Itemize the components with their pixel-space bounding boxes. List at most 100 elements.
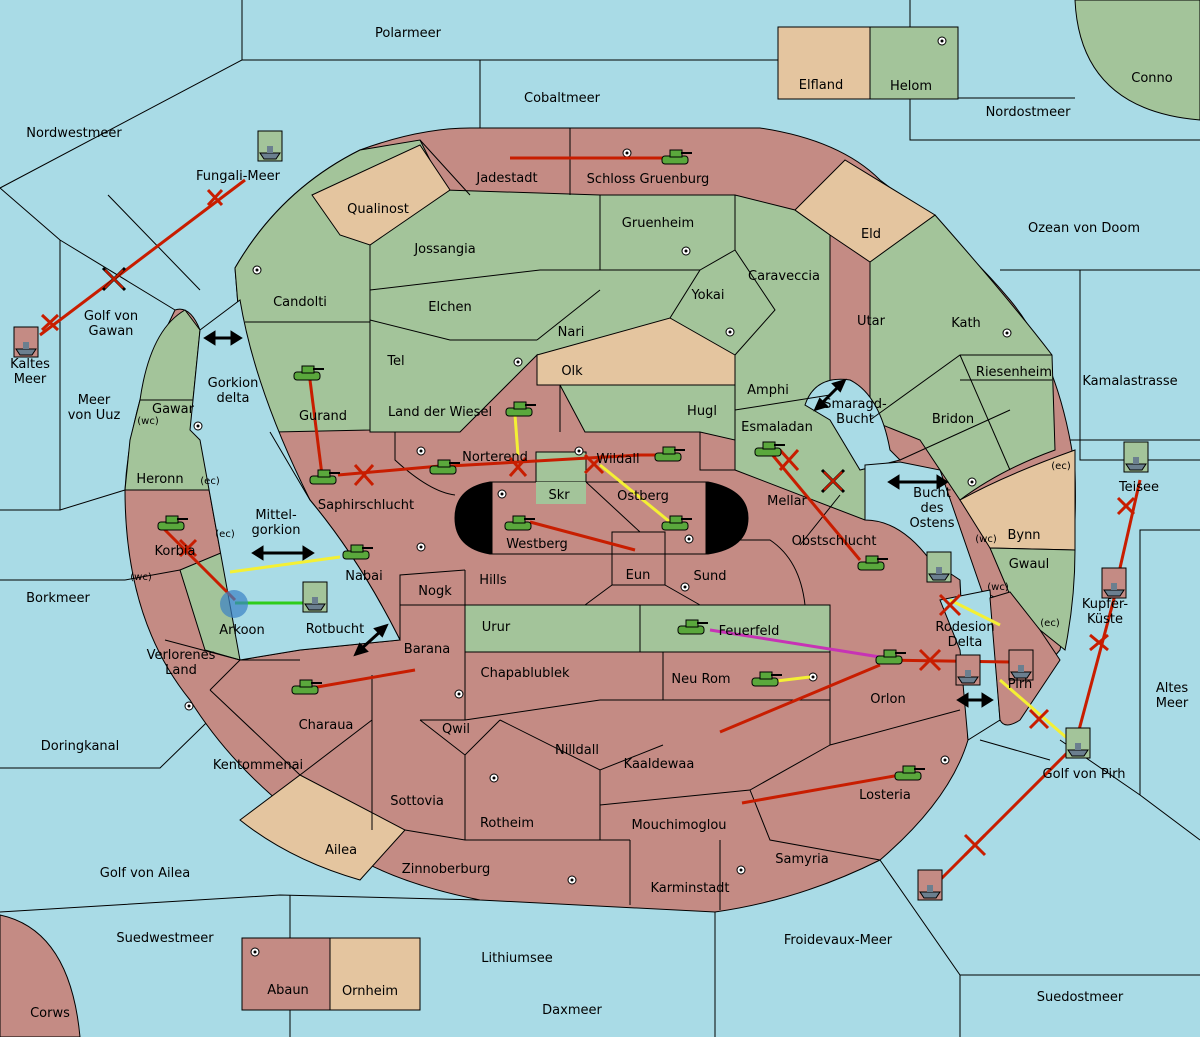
land-label: Korbia bbox=[154, 544, 195, 559]
sea-label: Froidevaux-Meer bbox=[784, 933, 893, 948]
order-line-magenta bbox=[709, 628, 881, 659]
sea-label: Nordostmeer bbox=[986, 105, 1072, 120]
land-label: Charaua bbox=[299, 718, 354, 733]
land-label: Tel bbox=[386, 354, 404, 369]
land-label: Wildall bbox=[596, 452, 639, 467]
land-label: Feuerfeld bbox=[719, 624, 780, 639]
land-label: Sottovia bbox=[390, 794, 444, 809]
region-urur[interactable] bbox=[464, 604, 641, 653]
land-label: Rotheim bbox=[480, 816, 534, 831]
region-ornheim[interactable] bbox=[329, 937, 421, 1011]
land-label: Utar bbox=[857, 314, 886, 329]
region-eld[interactable] bbox=[794, 159, 936, 263]
land-label: Olk bbox=[561, 364, 583, 379]
land-label: Schloss Gruenburg bbox=[587, 172, 710, 187]
region-borders bbox=[124, 128, 1052, 910]
sea-label: Smaragd-Bucht bbox=[823, 397, 887, 427]
region-elfland[interactable] bbox=[777, 26, 871, 100]
sea-label: Lithiumsee bbox=[481, 951, 552, 966]
sea-label: Rotbucht bbox=[306, 622, 364, 637]
sea-label: Corws bbox=[30, 1006, 70, 1021]
land-label: Arkoon bbox=[219, 623, 264, 638]
sea-label: Kupfer-Küste bbox=[1082, 597, 1128, 627]
land-label: Candolti bbox=[273, 295, 327, 310]
land-label: Jossangia bbox=[413, 242, 475, 257]
land-label: Yokai bbox=[690, 288, 724, 303]
land-label: Qwil bbox=[442, 722, 470, 737]
order-lines-yellow bbox=[229, 414, 1076, 747]
region-labels: PolarmeerCobaltmeerNordwestmeerNordostme… bbox=[10, 26, 1189, 1021]
land-label: Norterend bbox=[462, 450, 528, 465]
sea-label: Fungali-Meer bbox=[196, 169, 281, 184]
land-label: Westberg bbox=[506, 537, 568, 552]
coast-tag: (ec) bbox=[1051, 461, 1071, 472]
land-label: Mellar bbox=[767, 494, 807, 509]
land-label: Nabai bbox=[345, 569, 383, 584]
region-gwaul[interactable] bbox=[989, 547, 1076, 651]
land-label: Chapablublek bbox=[481, 666, 570, 681]
land-label: Zinnoberburg bbox=[402, 862, 490, 877]
supply-center-dots bbox=[187, 39, 1009, 954]
land-label: Kath bbox=[951, 316, 981, 331]
land-label: Riesenheim bbox=[976, 365, 1052, 380]
sea-label: Teisee bbox=[1118, 480, 1159, 495]
sea-label: Suedwestmeer bbox=[116, 931, 214, 946]
coast-tag: (ec) bbox=[1040, 618, 1060, 629]
land-label: Elfland bbox=[799, 78, 843, 93]
land-label: Losteria bbox=[859, 788, 911, 803]
region-olk[interactable] bbox=[536, 317, 736, 386]
land-label: Ostberg bbox=[617, 489, 669, 504]
sea-label: Doringkanal bbox=[41, 739, 120, 754]
sea-label: Nordwestmeer bbox=[26, 126, 122, 141]
land-label: Jadestadt bbox=[475, 171, 537, 186]
sea-label: Cobaltmeer bbox=[524, 91, 601, 106]
land-label: Gruenheim bbox=[622, 216, 694, 231]
land-label: Esmaladan bbox=[741, 420, 813, 435]
land-label: Gwaul bbox=[1009, 557, 1050, 572]
land-label: Pirh bbox=[1008, 677, 1033, 692]
coast-tag: (ec) bbox=[200, 476, 220, 487]
conno-island bbox=[1074, 0, 1200, 121]
sea-label: Golf von Pirh bbox=[1043, 767, 1126, 782]
coast-tag: (wc) bbox=[975, 534, 997, 545]
land-label: Mouchimoglou bbox=[631, 818, 726, 833]
land-label: Nari bbox=[558, 325, 585, 340]
sea-label: Suedostmeer bbox=[1037, 990, 1124, 1005]
land-label: Qualinost bbox=[347, 202, 409, 217]
sea-label: Conno bbox=[1131, 71, 1173, 86]
region-bynn[interactable] bbox=[959, 449, 1076, 551]
land-label: Hugl bbox=[687, 404, 717, 419]
land-label: Caraveccia bbox=[748, 269, 820, 284]
adjacency-arrows bbox=[203, 330, 994, 708]
land-label: Nogk bbox=[418, 584, 452, 599]
land-label: Helom bbox=[890, 79, 932, 94]
land-label: Ailea bbox=[325, 843, 357, 858]
land-label: Neu Rom bbox=[671, 672, 730, 687]
sea-label: Kamalastrasse bbox=[1082, 374, 1177, 389]
land-label: Kentommenai bbox=[213, 758, 303, 773]
land-label: Land der Wiesel bbox=[388, 405, 492, 420]
region-skr-inner bbox=[536, 482, 586, 504]
arkoon-marker bbox=[220, 590, 248, 618]
sea-label: Borkmeer bbox=[26, 591, 90, 606]
region-qualinost[interactable] bbox=[311, 144, 451, 246]
land-label: Karminstadt bbox=[650, 881, 729, 896]
land-label: Elchen bbox=[428, 300, 471, 315]
land-label: Skr bbox=[548, 488, 570, 503]
land-label: Hills bbox=[479, 573, 507, 588]
fleets bbox=[13, 130, 1149, 901]
sea-label: Mittel-gorkion bbox=[252, 508, 301, 538]
region-ailea[interactable] bbox=[239, 774, 406, 881]
land-label: Amphi bbox=[747, 383, 789, 398]
smaragd-bay bbox=[804, 378, 901, 471]
land-label: Kaaldewaa bbox=[624, 757, 695, 772]
land-label: Heronn bbox=[136, 472, 183, 487]
land-label: Bridon bbox=[932, 412, 974, 427]
sea-label: Golf von Ailea bbox=[100, 866, 190, 881]
land-label: Nilldall bbox=[555, 743, 599, 758]
